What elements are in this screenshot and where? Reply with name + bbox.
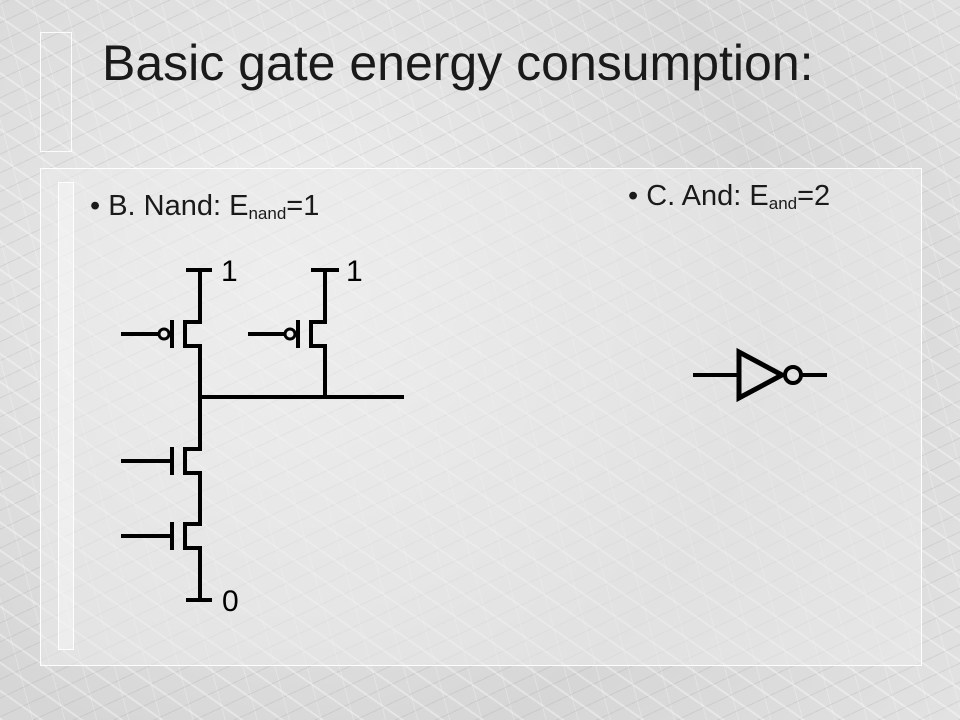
ground-label: 0: [222, 585, 239, 618]
pmos-transistor-1: [121, 320, 202, 348]
inverter-triangle: [736, 347, 788, 403]
inverter-bubble: [783, 365, 803, 385]
bullet-and-suffix: =2: [797, 180, 831, 212]
content-area: [40, 168, 922, 666]
nmos-transistor-1: [121, 447, 202, 475]
title-frame-accent: [40, 32, 72, 152]
bullet-nand: • B. Nand: Enand=1: [90, 190, 319, 224]
nand-schematic: 1 1 0: [121, 255, 404, 618]
bullet-nand-subscript: nand: [248, 204, 287, 223]
nmos-transistor-2: [121, 522, 202, 550]
pmos-transistor-2: [248, 320, 327, 348]
bullet-and: • C. And: Eand=2: [628, 180, 830, 214]
bullet-and-subscript: and: [768, 194, 798, 213]
inverter-symbol: [693, 347, 827, 403]
supply-label-right: 1: [346, 255, 363, 288]
content-frame-accent: [58, 182, 74, 650]
bullet-nand-prefix: • B. Nand: E: [90, 190, 249, 222]
bullet-nand-suffix: =1: [286, 190, 320, 222]
bullet-and-prefix: • C. And: E: [628, 180, 769, 212]
slide-title: Basic gate energy consumption:: [102, 35, 814, 91]
supply-label-left: 1: [221, 255, 238, 288]
